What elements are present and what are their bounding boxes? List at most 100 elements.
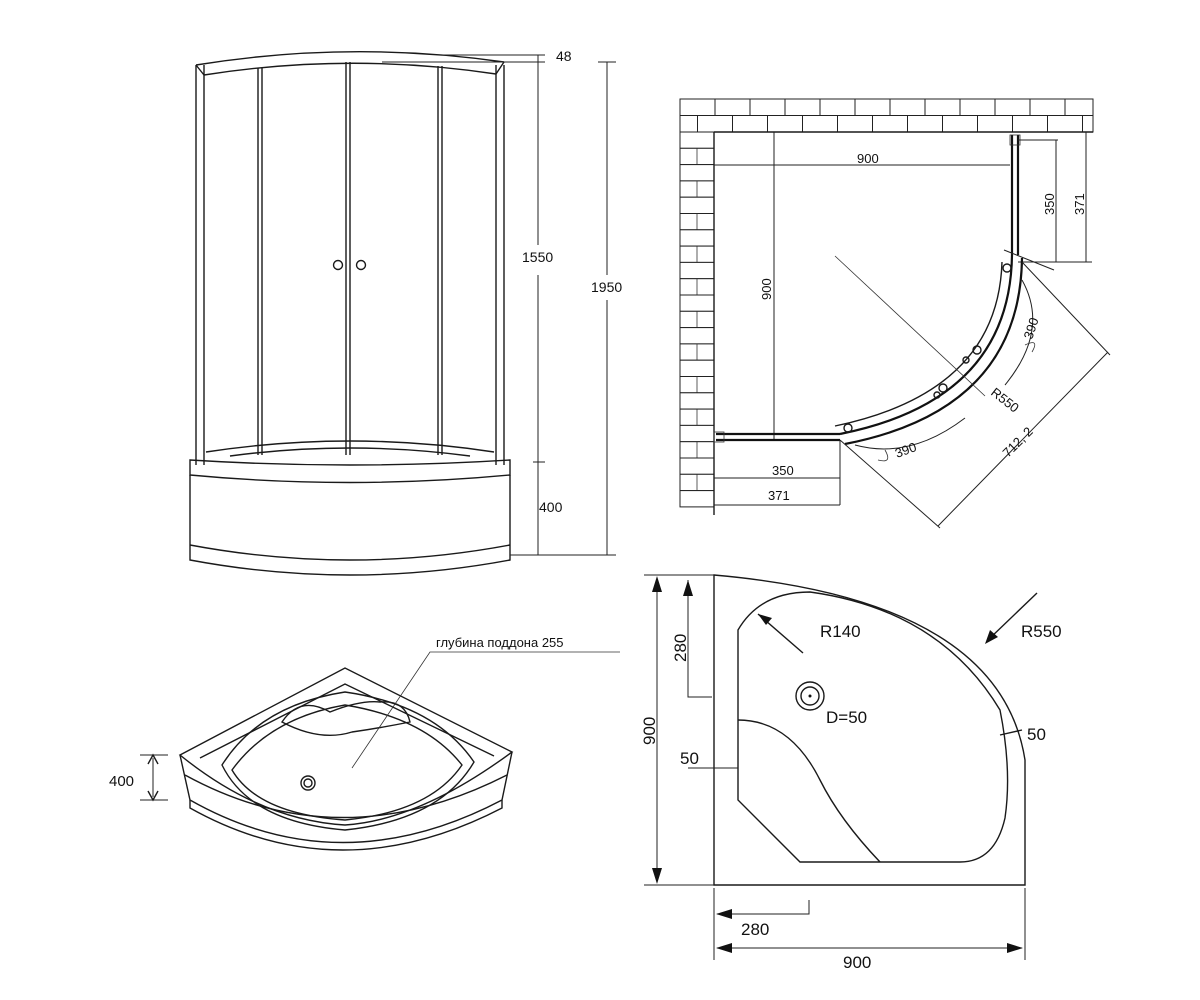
plan-bottom-371-label: 371 — [768, 488, 790, 503]
tray-r140-label: R140 — [820, 622, 861, 641]
roller-3 — [938, 383, 948, 393]
tray-body — [189, 475, 511, 576]
tray-plan-outline — [713, 574, 1026, 886]
brick — [784, 98, 821, 116]
tray-basin-inner — [231, 704, 463, 821]
brick — [679, 327, 715, 345]
roller-2 — [972, 345, 982, 355]
curved-door-inner — [844, 257, 1024, 446]
tray-depth-label: глубина поддона 255 — [436, 635, 564, 650]
brick — [977, 115, 1013, 133]
brick — [924, 98, 961, 116]
glass-panel-right — [437, 66, 443, 455]
front-view: 48 1550 1950 400 — [189, 48, 622, 576]
dim-1950-label: 1950 — [591, 279, 622, 295]
roof-curve-outer — [195, 51, 505, 66]
brick — [854, 98, 891, 116]
depth-leader — [351, 651, 620, 769]
handle-a — [962, 356, 970, 364]
tray-height-dim — [140, 754, 168, 801]
brick — [1082, 115, 1094, 133]
brick — [1012, 115, 1048, 133]
tray-r550-label: R550 — [1021, 622, 1062, 641]
brick-wall-top — [679, 98, 1094, 133]
plan-width-label: 900 — [857, 151, 879, 166]
plan-side-350-label: 350 — [1042, 193, 1057, 215]
dim-diagonal — [839, 261, 1111, 529]
roller-4 — [843, 423, 853, 433]
curved-door-track — [834, 261, 1003, 427]
brick — [679, 490, 715, 508]
roller-1 — [1002, 263, 1012, 273]
tray-rim — [189, 459, 511, 484]
dim-48-ext — [382, 54, 545, 63]
top-offset-line — [687, 580, 712, 698]
tray-plan-drain — [795, 681, 825, 711]
r140-arrowhead — [758, 614, 772, 625]
brick — [819, 98, 856, 116]
door-swing-right — [1024, 342, 1036, 353]
brick — [872, 115, 908, 133]
brick — [1029, 98, 1066, 116]
plan-depth-label: 900 — [759, 278, 774, 300]
tray-body-band — [189, 544, 511, 561]
tray-perspective: глубина поддона 255 400 — [109, 635, 620, 851]
dim-door-right-ext — [1003, 249, 1055, 271]
tray-drain-inner — [303, 778, 313, 788]
plan-side-371-label: 371 — [1072, 193, 1087, 215]
plan-diagonal-label: 712, 2 — [1000, 424, 1036, 460]
dim-right-lines — [1055, 132, 1087, 262]
brick — [679, 457, 715, 475]
brick — [679, 229, 715, 247]
plan-radius-label: R550 — [988, 385, 1022, 416]
dim-48-label: 48 — [556, 48, 572, 64]
curved-door-outer — [839, 254, 1014, 436]
brick — [679, 359, 715, 378]
brick — [697, 115, 733, 133]
brick — [959, 98, 996, 116]
brick — [907, 115, 943, 133]
tray-plan-height-label: 900 — [640, 717, 659, 745]
tray-seat — [229, 447, 471, 457]
tray-rim-left-label: 50 — [680, 749, 699, 768]
cabin-side-posts — [195, 65, 505, 465]
radius-line — [834, 255, 986, 397]
tray-rim-right-label: 50 — [1027, 725, 1046, 744]
tray-seat — [280, 701, 411, 737]
brick — [767, 115, 803, 133]
left-wall-bracket — [713, 431, 725, 443]
brick — [802, 115, 838, 133]
brick — [889, 98, 926, 116]
tray-height-arrows — [147, 753, 159, 802]
brick — [732, 115, 768, 133]
dim-1950-line — [598, 61, 616, 556]
brick — [749, 98, 786, 116]
tray-bottom-offset-label: 280 — [741, 920, 769, 939]
brick — [679, 131, 715, 149]
brick-wall-left — [679, 131, 715, 508]
door-swing-bottom — [877, 449, 889, 462]
tray-top-outline — [178, 667, 514, 826]
dim-1550-label: 1550 — [522, 249, 553, 265]
tray-top-offset-label: 280 — [671, 634, 690, 662]
dim-400-label: 400 — [539, 499, 563, 515]
door-handle-left — [332, 259, 344, 271]
brick — [679, 294, 715, 312]
r550-arrow-line — [987, 592, 1038, 641]
tray-basin — [221, 691, 475, 831]
dim-door-bottom — [854, 417, 966, 450]
tray-drain — [300, 775, 316, 791]
bottom-offset-line — [717, 900, 810, 915]
glass-panel-left — [257, 68, 263, 455]
dim-door-right — [1004, 279, 1034, 386]
roof-edges — [195, 61, 505, 76]
brick — [942, 115, 978, 133]
top-offset-arrow — [683, 580, 693, 596]
tray-plan-drain-center — [808, 694, 812, 698]
brick — [679, 196, 715, 214]
tray-height-label: 400 — [109, 773, 134, 790]
tray-inner-top — [205, 440, 495, 453]
tray-apron — [179, 751, 513, 844]
dim-bottom-lines — [714, 440, 841, 506]
